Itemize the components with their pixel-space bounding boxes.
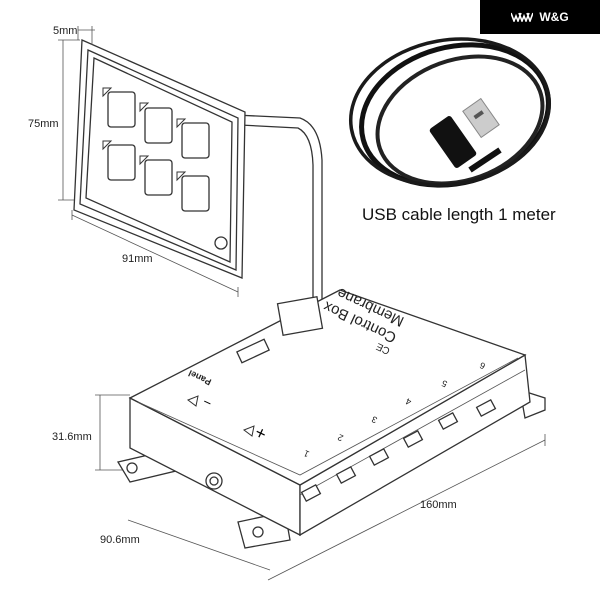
output-label-2: 2 xyxy=(336,432,345,443)
control-box: Membrane Control Box CE Panel − + 1 2 3 … xyxy=(116,284,546,549)
terminals xyxy=(300,398,497,503)
usb-cable xyxy=(348,37,552,188)
output-label-4: 4 xyxy=(404,396,413,407)
output-label-5: 5 xyxy=(440,378,449,389)
dim-panel-thickness: 5mm xyxy=(53,25,77,37)
dim-box-height: 31.6mm xyxy=(52,431,92,443)
usb-cable-caption: USB cable length 1 meter xyxy=(362,205,556,224)
switch-panel xyxy=(73,39,323,305)
dim-box-length: 160mm xyxy=(420,499,457,511)
output-label-3: 3 xyxy=(370,414,379,425)
panel-buttons xyxy=(102,87,210,212)
light-icon xyxy=(214,236,228,250)
brand-logo: W&G xyxy=(480,0,600,34)
dim-panel-height: 75mm xyxy=(28,118,59,130)
brand-mark-icon xyxy=(511,12,534,22)
brand-text: W&G xyxy=(539,10,569,24)
ce-mark: CE xyxy=(374,340,392,356)
usb-plug-body xyxy=(429,116,477,168)
output-label-6: 6 xyxy=(478,360,487,371)
dim-panel-width: 91mm xyxy=(122,253,153,265)
usb-connector-icon xyxy=(462,97,500,139)
dim-box-depth: 90.6mm xyxy=(100,534,140,546)
output-label-1: 1 xyxy=(302,448,311,459)
